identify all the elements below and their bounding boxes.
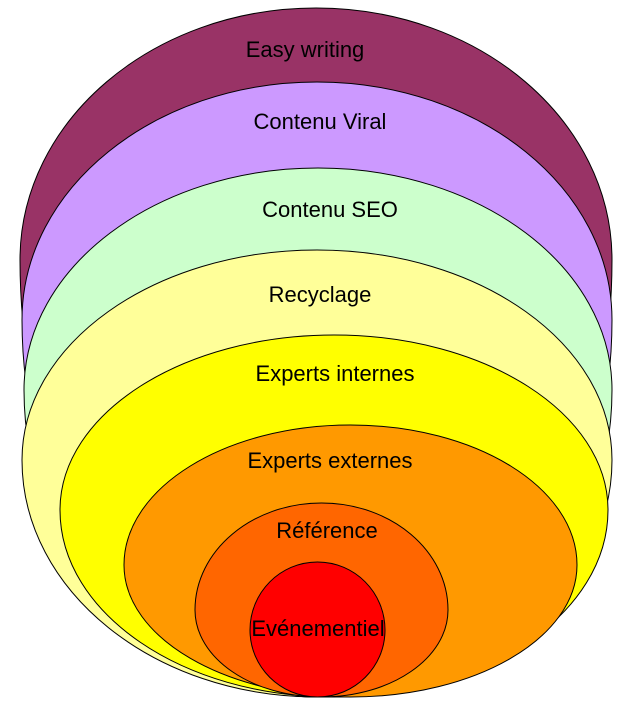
layer-label-4: Recyclage <box>269 282 372 307</box>
layer-label-3: Contenu SEO <box>262 197 398 222</box>
layer-label-2: Contenu Viral <box>254 109 387 134</box>
layer-label-8: Evénementiel <box>251 616 384 641</box>
layer-label-5: Experts internes <box>256 361 415 386</box>
layer-label-7: Référence <box>276 518 378 543</box>
layer-label-6: Experts externes <box>247 448 412 473</box>
layer-shapes <box>19 7 613 698</box>
layer-shape-8 <box>249 561 386 698</box>
layer-label-1: Easy writing <box>246 37 365 62</box>
